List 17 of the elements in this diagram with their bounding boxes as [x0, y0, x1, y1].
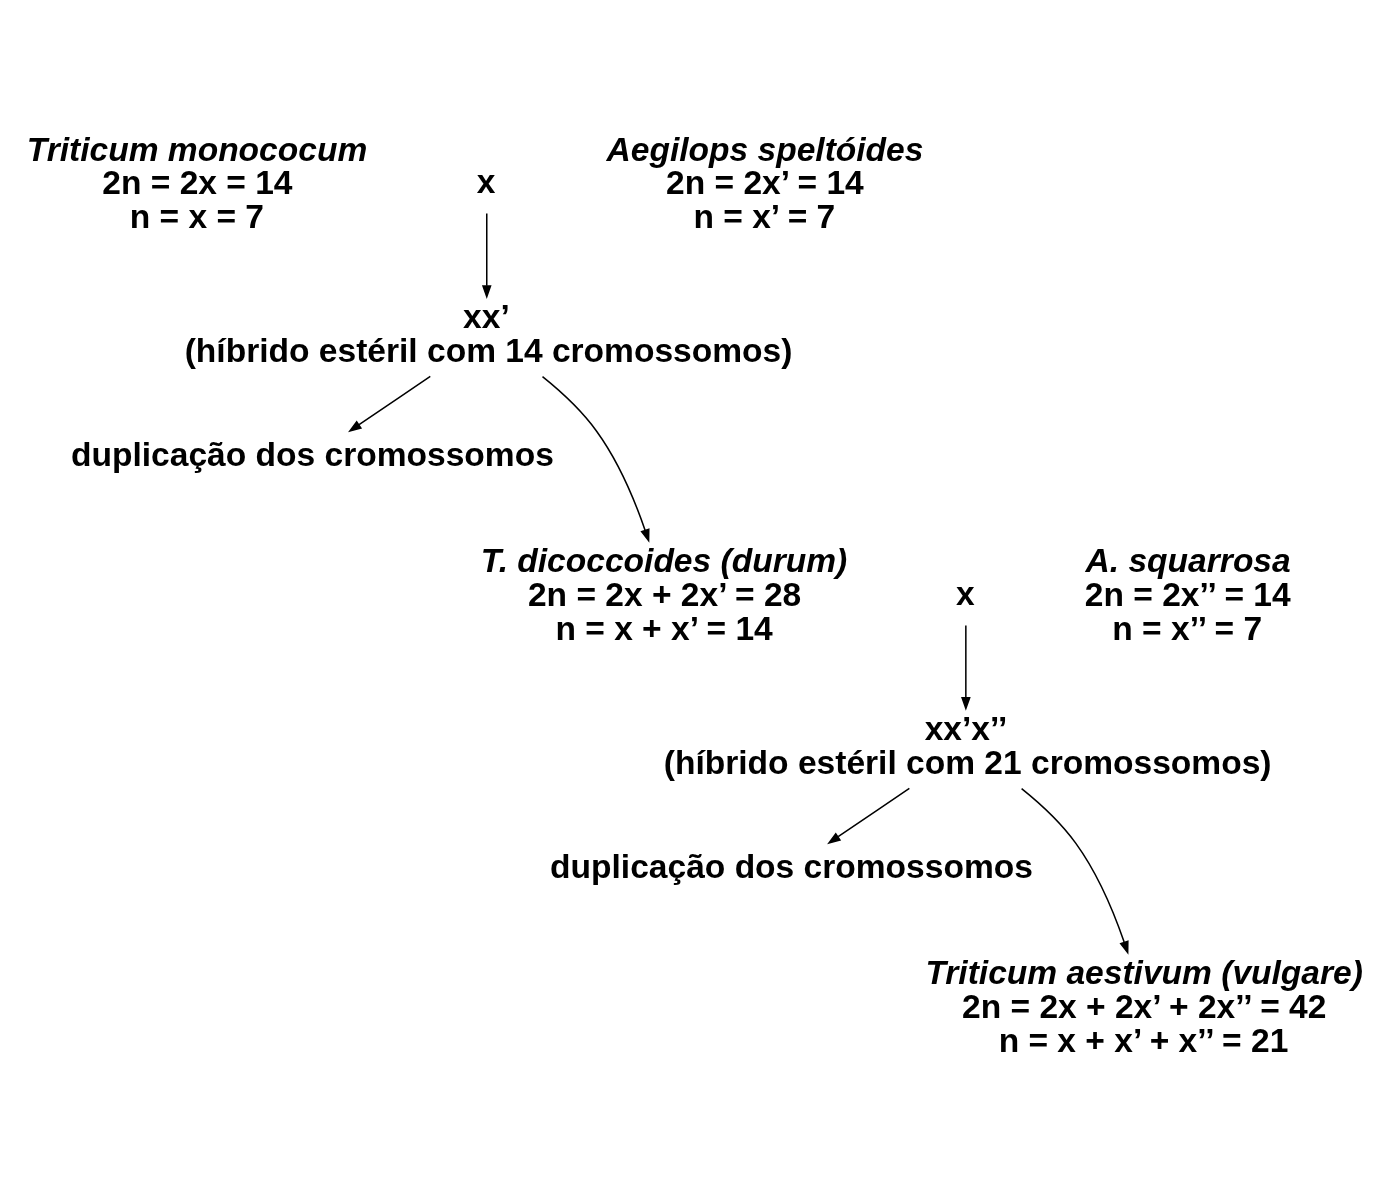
node-text: xx’x’’ (híbrido estéril com 21 cromossomos): [663, 710, 1272, 781]
node-text: T. dicoccoides (durum) 2n = 2x + 2x’ = 28 n = x + x’ = 14: [480, 542, 848, 647]
arrow: [961, 624, 971, 711]
node-text: xx’ (híbrido estéril com 14 cromossomos): [184, 298, 793, 369]
arrow: [348, 375, 432, 433]
arrow: [541, 375, 650, 543]
arrow: [1020, 787, 1129, 955]
node-text: Aegilops speltóides 2n = 2x’ = 14 n = x’ = 7: [606, 130, 924, 235]
node-text: A. squarrosa 2n = 2x’’ = 14 n = x’’ = 7: [1084, 542, 1291, 647]
node-text: x: [476, 162, 496, 200]
node-text: Triticum monococum 2n = 2x = 14 n = x = 7: [26, 130, 368, 235]
node-text: x: [955, 574, 975, 612]
node-text: Triticum aestivum (vulgare) 2n = 2x + 2x’ + 2x’’ = 42 n = x + x’ + x’’ = 21: [925, 954, 1363, 1059]
arrow: [827, 787, 911, 845]
node-text: duplicação dos cromossomos: [550, 847, 1033, 885]
arrow: [481, 212, 492, 299]
node-text: duplicação dos cromossomos: [71, 435, 554, 473]
